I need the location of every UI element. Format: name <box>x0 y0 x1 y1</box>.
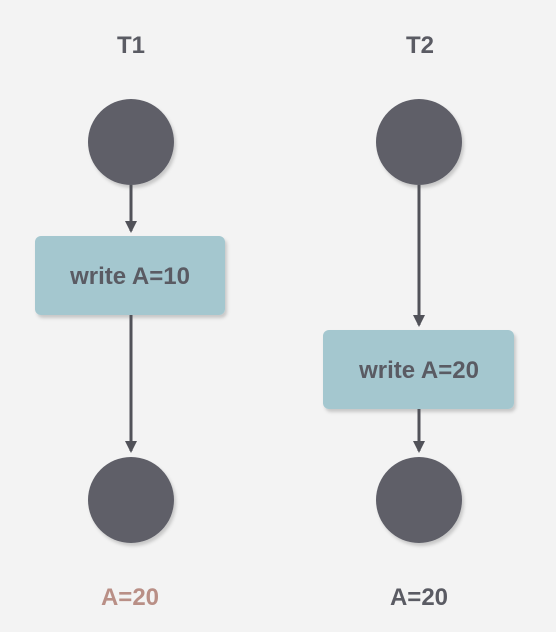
lane-t1-op-label: write A=10 <box>69 263 190 290</box>
lane-t2-op-label: write A=20 <box>358 357 479 384</box>
lane-t2-op-box <box>323 330 514 409</box>
lane-t1-result: A=20 <box>101 584 159 611</box>
lane-t1-title: T1 <box>117 32 145 59</box>
lane-t1-start-node <box>88 99 174 185</box>
lane-t2: T2 write A=20 A=20 <box>323 32 514 611</box>
lane-t2-title: T2 <box>406 32 434 59</box>
lane-t2-start-node <box>376 99 462 185</box>
lane-t1: T1 write A=10 A=20 <box>35 32 225 611</box>
lane-t2-result: A=20 <box>390 584 448 611</box>
lane-t1-op-box <box>35 236 225 315</box>
lane-t1-end-node <box>88 457 174 543</box>
lane-t2-end-node <box>376 457 462 543</box>
